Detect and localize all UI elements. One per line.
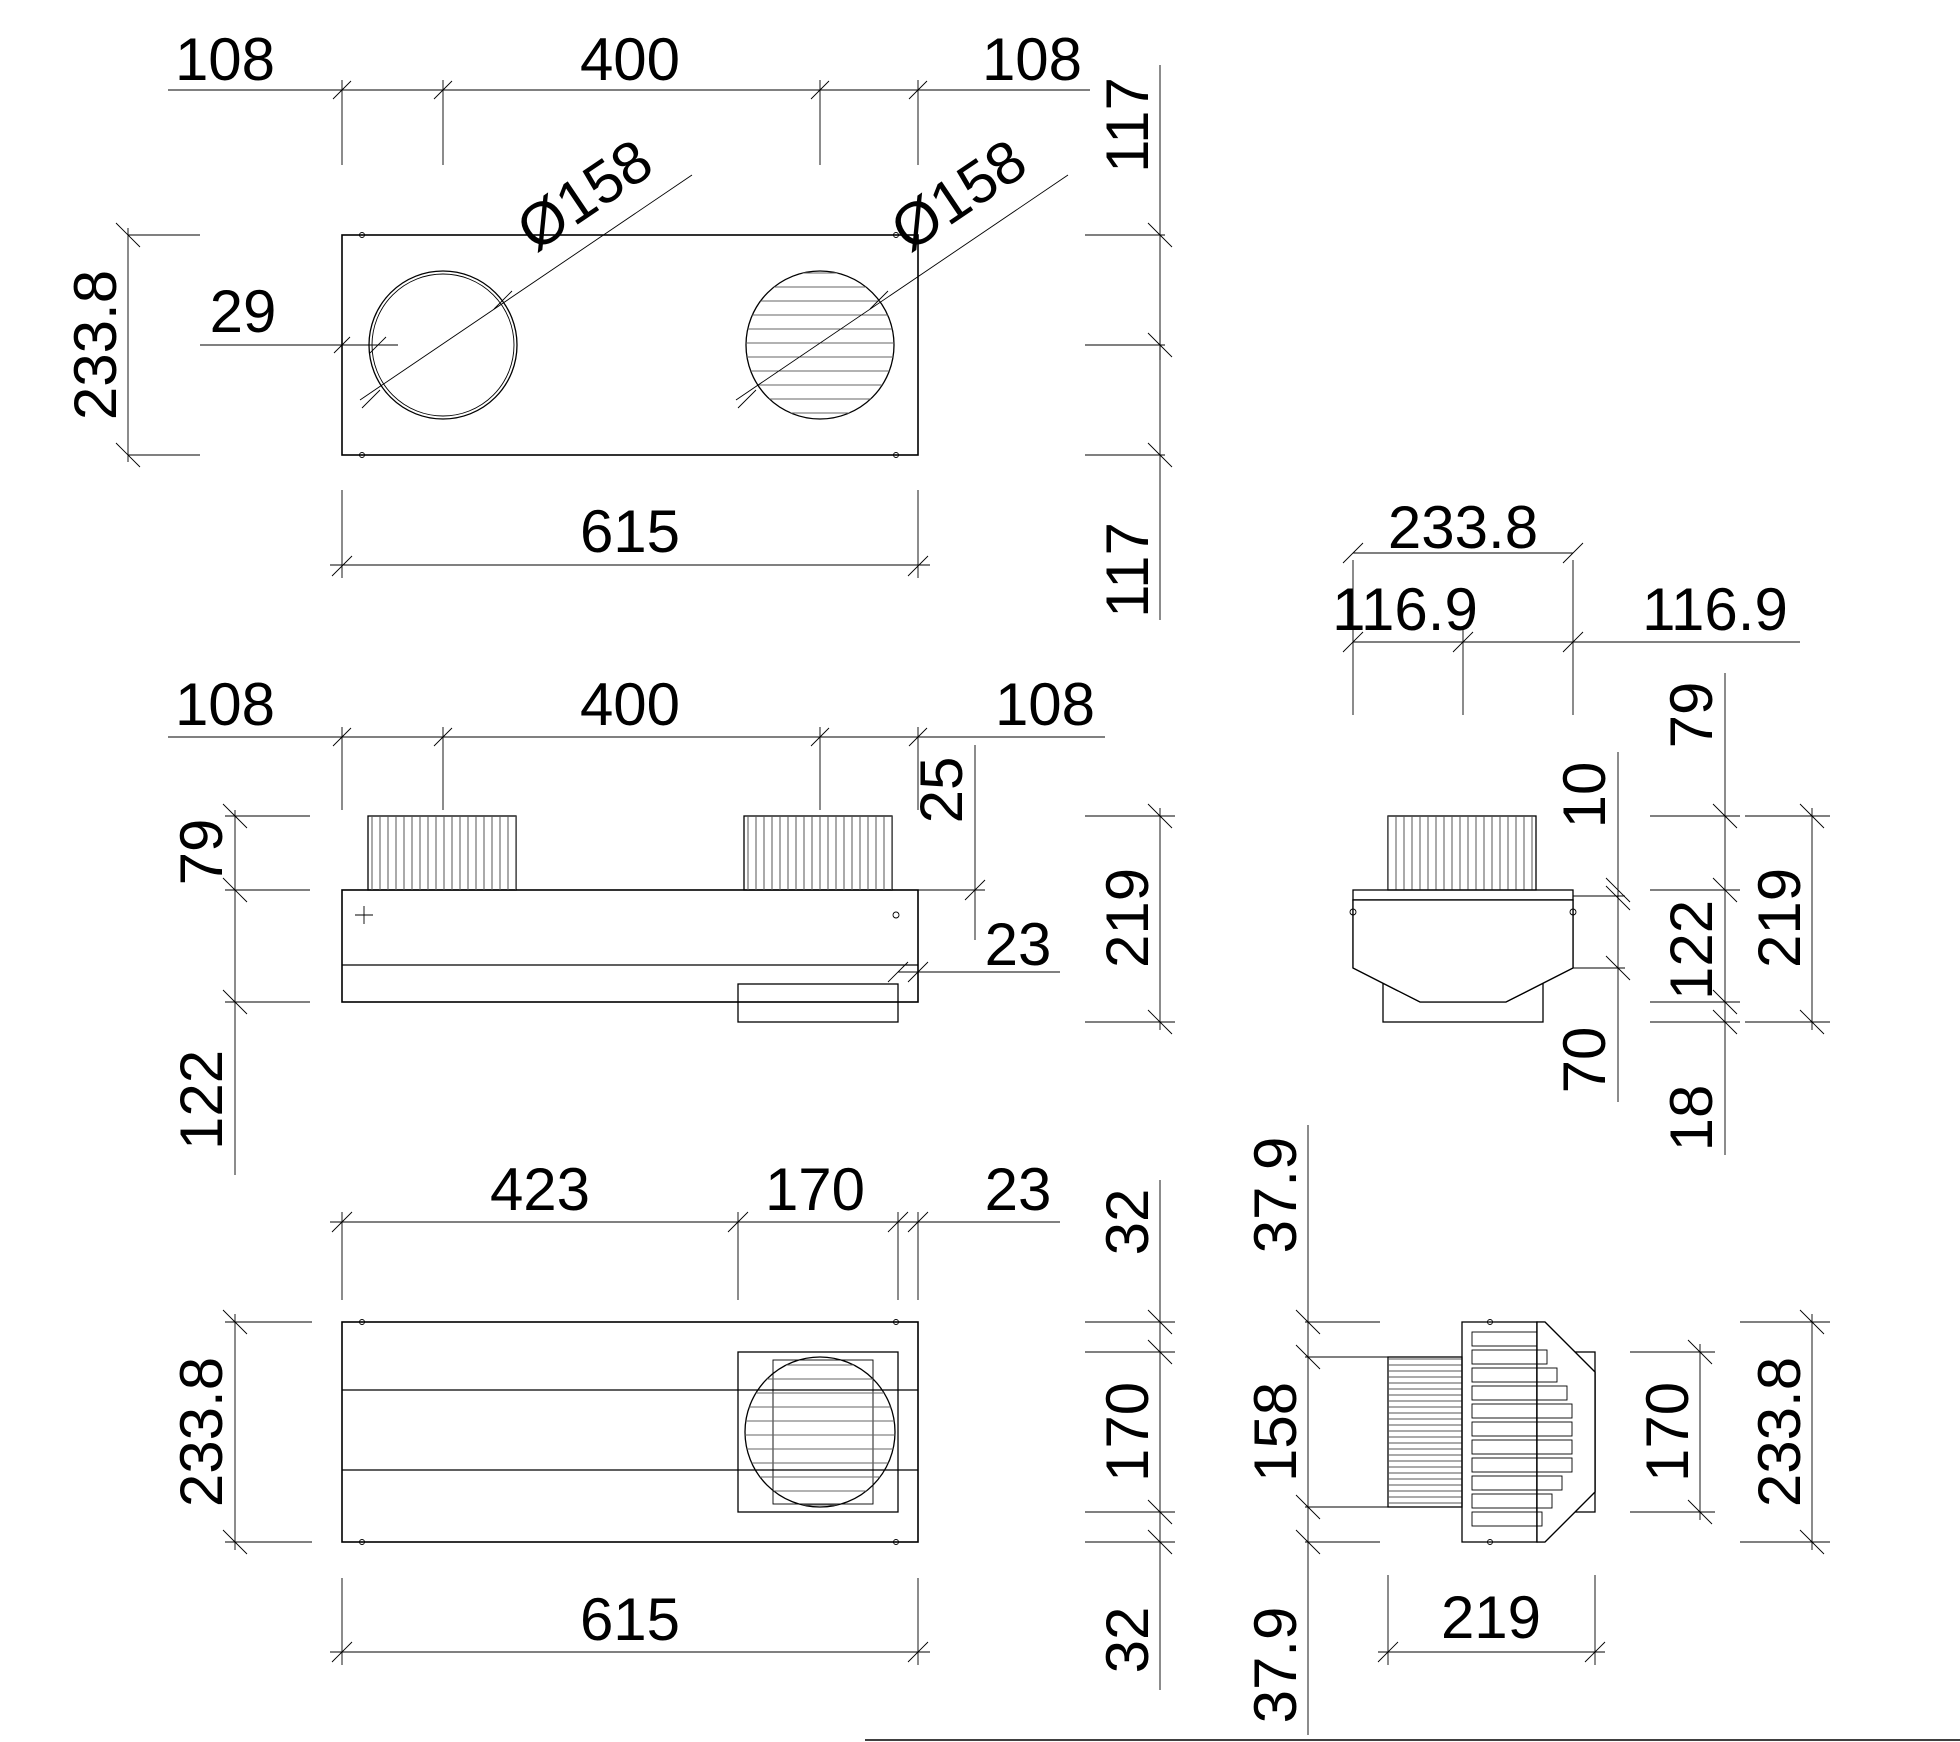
dim-158: 158	[1242, 1382, 1309, 1482]
dia-leader-left	[359, 174, 693, 401]
bottom-view: 423 170 23 32 170 32 233.8 615	[168, 1156, 1175, 1690]
dim-615-bottom: 615	[580, 1586, 680, 1653]
dim-233-8: 233.8	[1746, 1357, 1813, 1507]
dim-37-9-top: 37.9	[1242, 1137, 1309, 1254]
right-duct-grille	[746, 271, 894, 419]
dim-219: 219	[1746, 868, 1813, 968]
dim-108-left: 108	[175, 26, 275, 93]
dim-108-left: 108	[175, 671, 275, 738]
dim-23: 23	[985, 911, 1052, 978]
dim-32-bottom: 32	[1094, 1607, 1161, 1674]
dim-108-right: 108	[995, 671, 1095, 738]
dim-23: 23	[985, 1156, 1052, 1223]
dim-32-top: 32	[1094, 1189, 1161, 1256]
dim-10: 10	[1551, 762, 1618, 829]
dim-37-9-bottom: 37.9	[1242, 1607, 1309, 1724]
top-view: 108 400 108 233.8 29 117 117 Ø158	[62, 26, 1173, 620]
dim-219: 219	[1441, 1584, 1541, 1651]
dim-29: 29	[210, 278, 277, 345]
dim-233-8: 233.8	[168, 1357, 235, 1507]
dim-170: 170	[1634, 1382, 1701, 1482]
dim-122: 122	[168, 1050, 235, 1150]
dim-116-9-left: 116.9	[1332, 576, 1478, 643]
dim-122: 122	[1658, 900, 1725, 1000]
front-view-body	[341, 889, 919, 1003]
dim-117-top: 117	[1094, 77, 1161, 173]
dim-18: 18	[1658, 1085, 1725, 1152]
dim-79: 79	[168, 819, 235, 886]
dim-70: 70	[1551, 1027, 1618, 1094]
dim-170: 170	[765, 1156, 865, 1223]
dim-233-8: 233.8	[1388, 494, 1538, 561]
dim-25: 25	[908, 757, 975, 824]
end-view: 37.9 158 37.9 170 233.8 219	[1242, 1125, 1830, 1735]
bottom-outlet-frame	[737, 1351, 899, 1513]
dim-116-9-right: 116.9	[1642, 576, 1788, 643]
front-view: 108 400 108 25 23 79 122 219	[168, 671, 1175, 1175]
end-body	[1461, 1321, 1538, 1543]
dim-423: 423	[490, 1156, 590, 1223]
dim-615-top: 615	[580, 498, 680, 565]
dim-dia-158-left: Ø158	[505, 126, 664, 264]
dim-dia-158-right: Ø158	[879, 126, 1038, 264]
end-fins	[1471, 1331, 1573, 1527]
bottom-view-body	[341, 1321, 919, 1543]
dim-233-8-left: 233.8	[62, 270, 129, 420]
dim-400: 400	[580, 671, 680, 738]
dim-170-side: 170	[1094, 1382, 1161, 1482]
front-bottom-box	[737, 983, 899, 1023]
side-view: 233.8 116.9 116.9 10 70 79 122 18	[1332, 494, 1830, 1155]
dim-108-right: 108	[982, 26, 1082, 93]
dim-219: 219	[1094, 868, 1161, 968]
dim-117-bottom: 117	[1094, 522, 1161, 618]
dim-79: 79	[1658, 682, 1725, 749]
dim-400: 400	[580, 26, 680, 93]
dia-leader-right	[735, 174, 1069, 401]
